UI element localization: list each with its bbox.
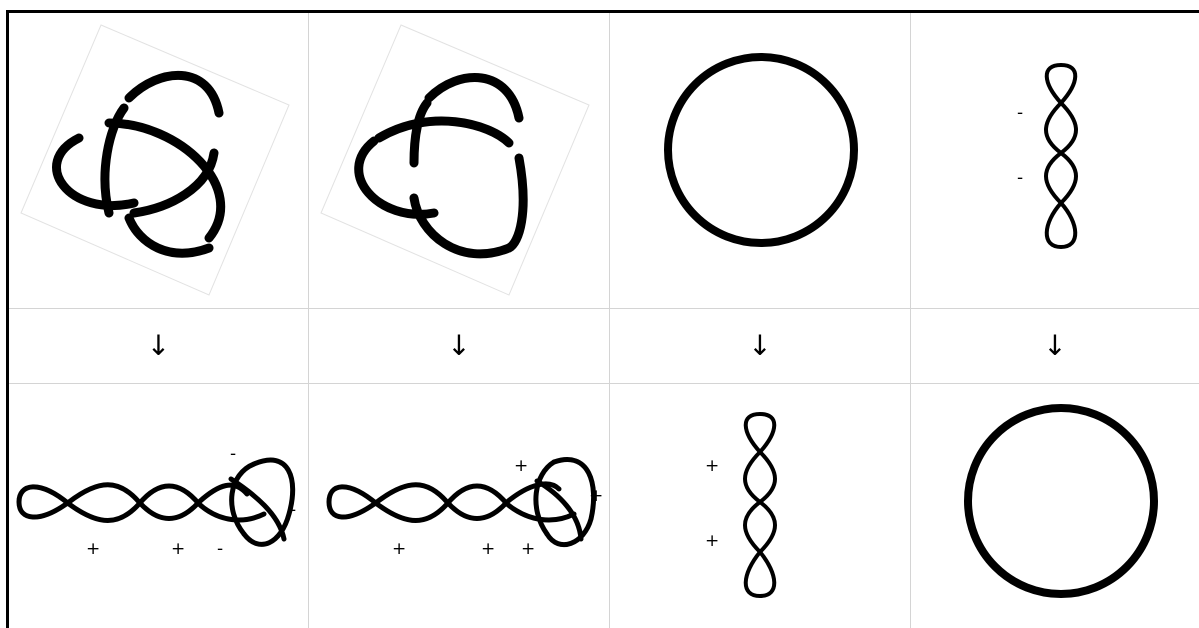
arrow-cell-3: ↓ xyxy=(610,309,910,383)
loop-bottom xyxy=(1044,201,1078,250)
down-arrow-icon: ↓ xyxy=(1043,329,1067,362)
crossing-sign: - xyxy=(217,539,224,559)
crossing-sign: - xyxy=(290,500,297,520)
column-divider-3 xyxy=(910,13,911,628)
braid-strand-lower xyxy=(66,483,202,523)
braid-strand-lower xyxy=(374,483,510,523)
image-frame-ghost xyxy=(20,24,290,296)
trefoil-knot-left xyxy=(20,24,290,296)
crossing-sign: + xyxy=(171,539,186,559)
trefoil-strand-5 xyxy=(100,103,129,218)
twisted-loop-bottom xyxy=(743,411,777,599)
trefoil-strand-3 xyxy=(124,71,224,118)
braid-to-knot-lower xyxy=(196,501,267,523)
twisted-loop-top xyxy=(1044,62,1078,250)
arrow-cell-4: ↓ xyxy=(911,309,1199,383)
table-border-top xyxy=(6,10,1199,13)
knot-loop-left xyxy=(229,461,257,537)
image-frame-ghost xyxy=(320,24,590,296)
cell-trefoil-left xyxy=(9,13,308,308)
table-border-left xyxy=(6,10,9,628)
trefoil-strand-6 xyxy=(504,153,528,253)
cell-unknot-bottom xyxy=(911,384,1199,628)
trefoil-strand-5 xyxy=(409,98,432,168)
cell-twisted-unknot-bottom: + + xyxy=(610,384,910,628)
unknot-circle-top xyxy=(664,53,858,247)
cell-braid-right: + + + + + xyxy=(309,384,609,628)
braid-end-loop xyxy=(326,484,380,520)
crossing-sign: - xyxy=(230,444,237,464)
crossing-sign: - xyxy=(1017,103,1024,123)
row-divider-2 xyxy=(9,383,1199,384)
column-divider-1 xyxy=(308,13,309,628)
arrow-cell-2: ↓ xyxy=(309,309,609,383)
down-arrow-icon: ↓ xyxy=(447,329,471,362)
twisted-loop-strands xyxy=(743,411,777,599)
column-divider-2 xyxy=(609,13,610,628)
trefoil-strand-3 xyxy=(424,73,524,123)
trefoil-strand-1 xyxy=(104,118,226,243)
trefoil-strand-2 xyxy=(354,136,439,219)
twisted-loop-strands xyxy=(1044,62,1078,250)
knot-loop-right xyxy=(241,457,296,547)
crossing-sign: - xyxy=(1017,168,1024,188)
braid-strands xyxy=(16,457,296,547)
trefoil-strand-4 xyxy=(409,193,514,259)
cell-braid-left: - - + + - xyxy=(9,384,308,628)
trefoil-strand-1 xyxy=(374,116,514,148)
unknot-circle xyxy=(664,53,858,247)
loop-bottom xyxy=(743,550,777,599)
trefoil-strand-6 xyxy=(129,148,219,218)
braid-diagram-right xyxy=(326,457,597,548)
trefoil-strands xyxy=(354,73,528,259)
cell-trefoil-right xyxy=(309,13,609,308)
crossing-sign: + xyxy=(392,539,407,559)
row-divider-1 xyxy=(9,308,1199,309)
arrow-cell-1: ↓ xyxy=(9,309,308,383)
loop-top xyxy=(1044,62,1078,105)
trefoil-strands xyxy=(52,71,226,258)
cell-twisted-unknot-top: - - xyxy=(911,13,1199,308)
knot-cross-strand xyxy=(534,478,584,542)
crossing-sign: + xyxy=(521,539,536,559)
down-arrow-icon: ↓ xyxy=(748,329,772,362)
trefoil-knot-right xyxy=(320,24,590,296)
crossing-sign: + xyxy=(705,456,720,476)
crossing-sign: + xyxy=(589,486,604,506)
crossing-sign: + xyxy=(481,539,496,559)
braid-end-loop xyxy=(16,484,72,520)
crossing-sign: + xyxy=(514,456,529,476)
knot-loop-left xyxy=(533,459,557,537)
knot-cross-strand xyxy=(228,476,287,542)
loop-top xyxy=(743,411,777,454)
unknot-circle xyxy=(964,404,1158,598)
crossing-sign: + xyxy=(705,531,720,551)
crossing-sign: + xyxy=(86,539,101,559)
trefoil-strand-2 xyxy=(52,133,139,210)
twist-right xyxy=(743,450,777,554)
braid-diagram-left xyxy=(16,457,296,547)
trefoil-strand-4 xyxy=(124,213,214,258)
down-arrow-icon: ↓ xyxy=(146,329,171,362)
cell-unknot-top xyxy=(610,13,910,308)
knot-loop-right xyxy=(544,457,597,548)
unknot-circle-bottom xyxy=(964,404,1158,598)
twist-right xyxy=(1044,101,1078,205)
braid-strands xyxy=(326,457,597,548)
